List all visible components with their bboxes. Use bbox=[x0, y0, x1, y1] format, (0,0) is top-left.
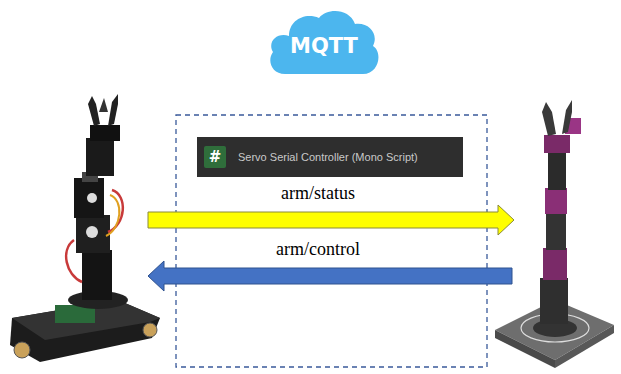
control-arrow bbox=[148, 261, 512, 291]
script-icon: # bbox=[204, 146, 226, 168]
cloud-label: MQTT bbox=[267, 8, 381, 76]
topic-label: arm/status bbox=[281, 183, 355, 204]
status-arrow bbox=[148, 205, 514, 235]
virtual-robot-arm bbox=[495, 100, 614, 368]
script-bar: # Servo Serial Controller (Mono Script) bbox=[197, 137, 463, 177]
physical-robot-arm bbox=[10, 94, 160, 362]
dashed-frame bbox=[176, 115, 487, 367]
cloud-node: MQTT bbox=[267, 8, 381, 76]
script-name: Servo Serial Controller (Mono Script) bbox=[238, 151, 418, 163]
topic-label: arm/control bbox=[276, 239, 360, 260]
